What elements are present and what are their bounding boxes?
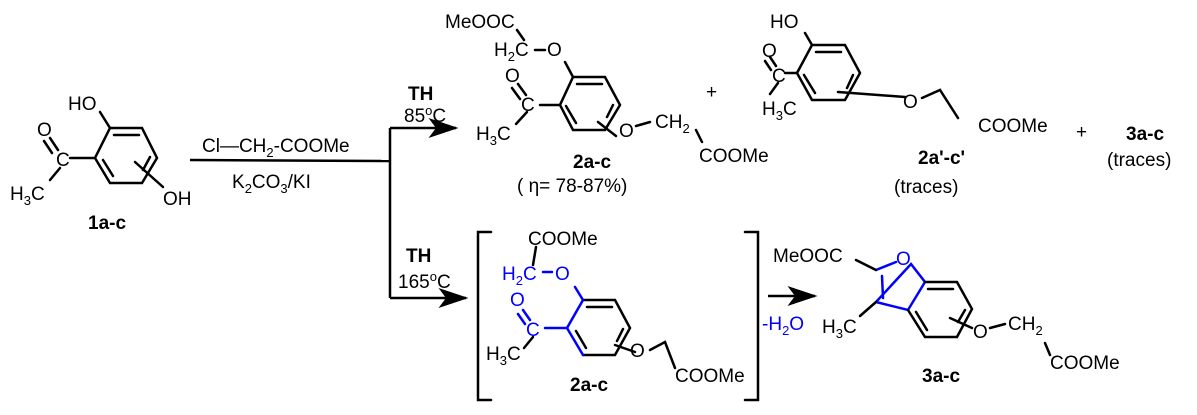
methyl-label: H3C [486,344,521,368]
compound-2a-prime-c-prime: HO O C H3C O COOMe 2a'-c' (traces) [762,12,1048,198]
hydroxyl-label: HO [770,12,799,33]
compound-label: 1a-c [88,213,126,234]
oxygen-label: O [630,341,645,362]
compound-label: 2a-c [573,152,611,173]
traces-note: (traces) [894,177,958,198]
compound-label: 2a'-c' [918,148,965,169]
compound-3a-c: MeOOC O H3C O CH2 COOMe 3a-c [773,246,1120,387]
methyl-label: H3C [476,124,511,148]
ester-label: COOMe [675,366,745,387]
methyl-label: H3C [762,99,797,123]
yield-label: ( η= 78-87%) [517,176,627,197]
methylene-label: CH2 [655,112,690,136]
intermediate-2a-c: COOMe H2C O O C H3C O COOMe 2a-c [476,229,760,402]
method-label: TH [408,84,433,105]
carbon-label: C [772,66,786,87]
oxygen-label: O [973,322,988,343]
oxygen-label: O [505,66,520,87]
carbon-label: C [521,95,535,116]
temperature-label: 85oC [404,103,446,127]
furan-oxygen-label: O [896,249,911,270]
ester-label: MeOOC [773,246,843,267]
reagent-label: Cl—CH2-COOMe [202,136,350,160]
temperature-label: 165oC [398,269,451,293]
compound-label: 3a-c [922,366,960,387]
methylene-label: H2C [494,40,529,64]
oxygen-label: O [903,92,918,113]
compound-1a-c: HO O C H3C OH 1a-c [10,94,192,234]
methyl-label: H3C [10,184,45,208]
ester-label: MeOOC [445,12,515,33]
dehydration-label: -H2O [762,314,804,338]
methylene-label: H2C [502,264,537,288]
base-catalyst-label: K2CO3/KI [232,172,311,196]
compound-2a-c: MeOOC H2C O O C H3C O CH2 COOMe 2a-c ( η… [445,12,769,197]
traces-note: (traces) [1107,150,1171,171]
oxygen-label: O [547,40,562,61]
oxygen-label: O [510,290,525,311]
reaction-arrows: Cl—CH2-COOMe K2CO3/KI TH 85oC TH 165oC [189,84,469,308]
carbon-label: C [56,150,70,171]
compound-label: 2a-c [570,375,608,396]
carbon-label: C [526,320,540,341]
method-label: TH [406,246,431,267]
plus-sign: + [706,82,717,103]
oxygen-label: O [37,120,52,141]
hydroxyl-label: OH [163,189,192,210]
oxygen-label: O [555,264,570,285]
compound-label: 3a-c [1126,124,1164,145]
oxygen-label: O [619,121,634,142]
methylene-label: CH2 [1008,314,1043,338]
methyl-label: H3C [822,317,857,341]
ester-label: COOMe [978,116,1048,137]
ester-label: COOMe [699,146,769,167]
ester-label: COOMe [1050,353,1120,374]
plus-sign: + [1076,122,1087,143]
oxygen-label: O [762,41,777,62]
hydroxyl-label: HO [68,94,97,115]
ester-label: COOMe [528,229,598,250]
